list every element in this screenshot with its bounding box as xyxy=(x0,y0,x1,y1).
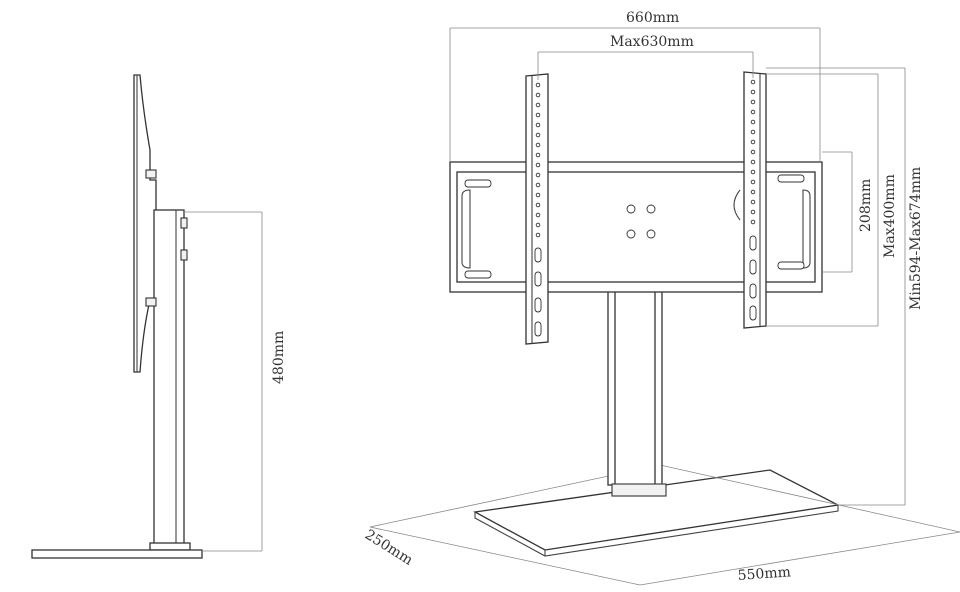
footprint-outline xyxy=(369,464,960,586)
base-width-label: 550mm xyxy=(737,564,791,584)
height-range-label: Min594-Max674mm xyxy=(908,167,924,310)
arm-holes xyxy=(534,79,757,337)
pole-height-label: 480mm xyxy=(271,331,287,384)
pole-side xyxy=(153,209,185,551)
front-view: 660mm Max630mm 208mm Max400mm Min594-Max… xyxy=(362,10,960,586)
base-depth-label: 250mm xyxy=(362,527,416,569)
max-spacing-label: Max630mm xyxy=(610,34,694,50)
overall-width-label: 660mm xyxy=(626,10,679,26)
side-view: 480mm xyxy=(31,74,287,559)
bracket-height-label: 208mm xyxy=(858,179,874,232)
base-side xyxy=(31,549,203,559)
max-vertical-label: Max400mm xyxy=(882,174,898,258)
